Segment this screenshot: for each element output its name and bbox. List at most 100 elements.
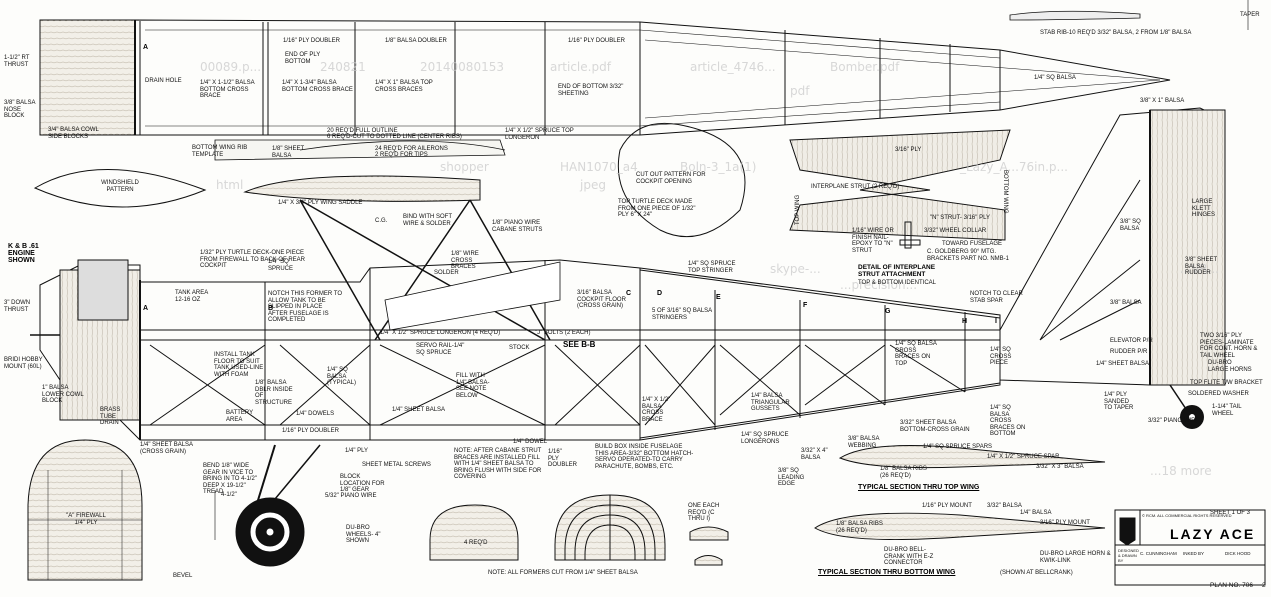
former-b [429,504,519,561]
callout: 1/4" PLY SANDED TO TAPER [1104,392,1134,411]
callout: STAB RIB-10 REQ'D 3/32" BALSA, 2 FROM 1/… [1040,30,1192,36]
callout: DRAIN HOLE [145,78,182,84]
station-c: C [626,290,632,297]
callout: DU-BRO WHEELS- 4" SHOWN [346,525,381,544]
watermark: 240821 [320,60,366,74]
callout: SOLDERED WASHER [1188,391,1249,397]
top-wing-caption: TYPICAL SECTION THRU TOP WING [858,484,980,491]
bottom-wing-caption: TYPICAL SECTION THRU BOTTOM WING [818,569,956,576]
callout: 3/16" BALSA COCKPIT FLOOR (CROSS GRAIN) [577,290,626,309]
callout: 1/4" PLY [345,448,369,454]
callout: 1-1/2" RT THRUST [4,55,30,68]
watermark: pdf [790,84,810,98]
callout: TOP TURTLE DECK MADE FROM ONE PIECE OF 1… [618,199,696,218]
callout: TOP FLITE T/W BRACKET [1190,380,1263,386]
bottom-wing-section [814,512,1106,541]
plan-circle: 2 [1262,582,1266,589]
rib-template [214,139,506,161]
callout: 1/4" X 3/4" PLY WING SADDLE [278,200,363,206]
callout: 1/16" PLY DOUBLER [548,449,578,468]
callout: TAPER [1240,12,1260,18]
callout: 3/16" PLY [895,147,922,153]
callout: 3/8" BALSA [1110,300,1142,306]
copyright: © RCM. ALL COMMERCIAL RIGHTS RESERVED [1142,513,1232,518]
watermark: article.pdf [550,60,611,74]
cockpit-pattern [617,122,746,238]
callout: 1/16" WIRE OR FINISH NAIL- EPOXY TO "N" … [852,228,894,254]
callout: DU-BRO LARGE HORN & KWIK-LINK [1040,551,1111,564]
interplane-note: TOP & BOTTOM IDENTICAL [858,280,937,286]
callout: 1/4" X 1/2" SPRUCE TOP LONGERON [505,128,574,141]
callout: BUILD BOX INSIDE FUSELAGE THIS AREA-3/32… [595,444,694,470]
callout: BOTTOM WING [1002,170,1008,214]
callout: 1/8" BALSA DBLR INSIDE OF STRUCTURE [255,380,293,406]
windshield-pattern [33,169,207,208]
inked-label: INKED BY [1183,551,1205,556]
callout: 1/4" SQ BALSA CROSS BRACES ON TOP [895,341,937,367]
callout: "A" FIREWALL 1/4" PLY [66,513,106,526]
callout: 1/4" SHEET BALSA [1096,361,1150,367]
callout: "N" STRUT- 3/16" PLY [930,215,990,221]
callout: 1" BALSA LOWER COWL BLOCK [42,385,84,404]
callout: 3/32" SHEET BALSA BOTTOM-CROSS GRAIN [900,420,970,433]
fuselage-side-view [30,259,1001,441]
callout: 1/8" SHEET BALSA [272,146,305,159]
callout: 3/32" X 3" BALSA [1036,464,1084,470]
callout: END OF PLY BOTTOM [285,52,321,65]
callout: INTERPLANE STRUT (2 REQ'D) [811,184,900,190]
watermark: ...VR... [1180,262,1220,276]
callout: 1/8" BALSA DOUBLER [385,38,447,44]
callout: 1/4" DOWELS [296,411,335,417]
cabane-struts [299,199,561,341]
station-a-top: A [143,44,149,51]
callout: DU-BRO LARGE HORNS [1208,360,1252,373]
callout: 1/16" PLY MOUNT [922,503,972,509]
callout: FILL WITH 1/4" BALSA-SEE NOTE BELOW [456,373,490,399]
firewall-former [27,439,143,581]
fuselage-top-view [39,19,1171,136]
top-wing-section [838,445,1106,469]
callout: TOP WING [795,194,801,225]
watermark: ...precision... [840,278,918,292]
callout: 3/8" SQ BALSA [1120,219,1141,232]
callout: 1/4" SQ SPRUCE [268,259,294,272]
callout: 2 REQ'D FOR TIPS [375,152,428,158]
strut-attachment [899,221,921,249]
callout: 1/4" SQ BALSA [1034,75,1076,81]
callout: LARGE KLETT HINGES [1192,199,1216,218]
callout: 3/32" WHEEL COLLAR [924,228,987,234]
callout: BRASS TUBE DRAIN [100,407,121,426]
rudder-fin [999,107,1226,386]
callout: ELEVATOR P/R [1110,338,1153,344]
callout: 3/32" X 4" BALSA [801,448,828,461]
engine-caption: K & B .61 ENGINE SHOWN [8,243,39,264]
callout: STOCK [509,345,530,351]
interplane-caption: DETAIL OF INTERPLANE STRUT ATTACHMENT [858,264,936,278]
interplane-strut [789,129,1011,241]
callout: WINDSHIELD PATTERN [101,180,139,193]
callout: C.G. [375,218,388,224]
callout: 1/16" PLY DOUBLER [283,38,340,44]
callout: 1/4" X 1/2" SPRUCE SPAR [987,454,1060,460]
watermark: article_4746... [690,60,776,74]
callout: CUT OUT PATTERN FOR COCKPIT OPENING [636,172,706,185]
callout: 3/8" BALSA WEBBING [848,436,880,449]
wing-rib-side [243,175,481,202]
station-g: G [885,308,891,315]
callout: SERVO RAIL-1/4" SQ SPRUCE [416,343,465,356]
designer: C. CUNNINGHAM [1140,551,1177,556]
formers-h-i [689,526,729,566]
callout: BEND 1/8" WIDE GEAR IN VICE TO BRING IN … [203,463,257,495]
callout: END OF BOTTOM 3/32" SHEETING [558,84,624,97]
watermark: shopper [440,160,489,174]
callout: TWO 3/16" PLY PIECES-LAMINATE FOR CONT. … [1200,333,1258,359]
callout: 4-1/2" [221,492,237,498]
watermark: Bomber.pdf [830,60,900,74]
bottom-wing-note: (SHOWN AT BELLCRANK) [1000,570,1073,576]
callout: 1/4" SQ BALSA CROSS BRACES ON BOTTOM [990,405,1026,437]
callout: 5/32" PIANO WIRE [325,493,377,499]
callout: 1/4" SQ SPRUCE SPARS [923,444,993,450]
callout: 1/8" PIANO WIRE CABANE STRUTS [492,220,543,233]
watermark: _Lazy_A...76in.p... [960,160,1068,174]
